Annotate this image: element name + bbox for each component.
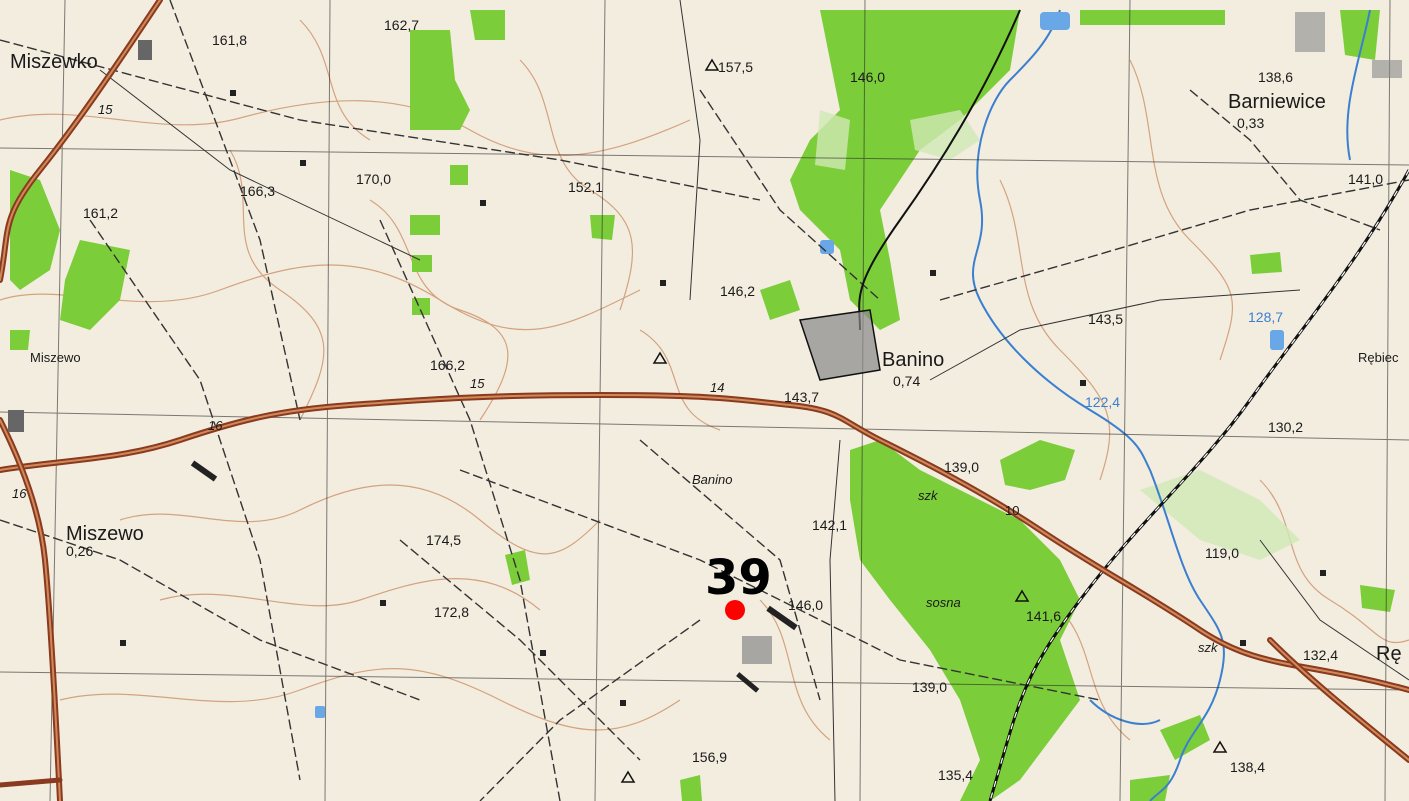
elevation-label: 141,0 — [1348, 171, 1383, 187]
place-miszewo-locality: Miszewo — [30, 350, 81, 365]
elevation-label: 142,1 — [812, 517, 847, 533]
elevation-label: 157,5 — [718, 59, 753, 75]
elevation-label: 166,2 — [430, 357, 465, 373]
elevation-label: 139,0 — [912, 679, 947, 695]
road-number: 15 — [98, 102, 113, 117]
water-features — [971, 9, 1371, 801]
elevation-label: 143,5 — [1088, 311, 1123, 327]
road-number: 10 — [1005, 503, 1019, 518]
elevation-label: 172,8 — [434, 604, 469, 620]
place-miszewko: Miszewko — [10, 51, 98, 73]
railway — [858, 9, 1409, 801]
place-barniewice-value: 0,33 — [1237, 115, 1264, 131]
place-miszewo-value: 0,26 — [66, 543, 93, 559]
elevation-label: 138,4 — [1230, 759, 1265, 775]
marker-number: 39 — [705, 550, 772, 606]
road-number: 16 — [12, 486, 27, 501]
elevation-label: 138,6 — [1258, 69, 1293, 85]
elevation-label: 174,5 — [426, 532, 461, 548]
elevation-label: 146,0 — [788, 597, 823, 613]
water-elevation-label: 122,4 — [1085, 394, 1120, 410]
road-number-labels: 15 16 16 15 14 10 — [12, 102, 1019, 518]
place-barniewice: Barniewice — [1228, 91, 1326, 113]
ponds — [315, 12, 1284, 718]
elevation-label: 132,4 — [1303, 647, 1338, 663]
forest-areas — [10, 10, 1395, 801]
elevation-label: 130,2 — [1268, 419, 1303, 435]
road-number: 16 — [208, 418, 223, 433]
built-up-areas — [8, 12, 1402, 664]
elevation-label: 146,2 — [720, 283, 755, 299]
place-banino-locality: Banino — [692, 472, 732, 487]
elevation-label: 161,8 — [212, 32, 247, 48]
place-rebiec: Rębiec — [1358, 350, 1399, 365]
vegetation-label: szk — [918, 488, 939, 503]
place-miszewo: Miszewo — [66, 523, 144, 545]
contour-lines — [0, 19, 1409, 741]
elevation-label: 166,3 — [240, 183, 275, 199]
triangulation-icons — [620, 58, 1228, 783]
buildings — [120, 90, 1326, 706]
place-banino: Banino — [882, 349, 944, 371]
tracks — [99, 0, 1409, 801]
elevation-label: 139,0 — [944, 459, 979, 475]
elevation-label: 170,0 — [356, 171, 391, 187]
road-number: 14 — [710, 380, 724, 395]
elevation-labels: 162,7 161,8 157,5 146,0 138,6 170,0 166,… — [83, 17, 1383, 783]
vegetation-label: sosna — [926, 595, 961, 610]
elevation-label: 135,4 — [938, 767, 973, 783]
elevation-label: 119,0 — [1205, 545, 1239, 561]
elevation-label: 141,6 — [1026, 608, 1061, 624]
elevation-label: 152,1 — [568, 179, 603, 195]
elevation-label: 162,7 — [384, 17, 419, 33]
road-number: 15 — [470, 376, 485, 391]
place-re-edge: Rę — [1376, 643, 1402, 665]
elevation-label: 161,2 — [83, 205, 118, 221]
elevation-label: 156,9 — [692, 749, 727, 765]
water-elevation-label: 128,7 — [1248, 309, 1283, 325]
elevation-label: 146,0 — [850, 69, 885, 85]
elevation-label: 143,7 — [784, 389, 819, 405]
location-marker-dot[interactable] — [725, 600, 745, 620]
place-banino-value: 0,74 — [893, 373, 920, 389]
vegetation-label: szk — [1198, 640, 1219, 655]
